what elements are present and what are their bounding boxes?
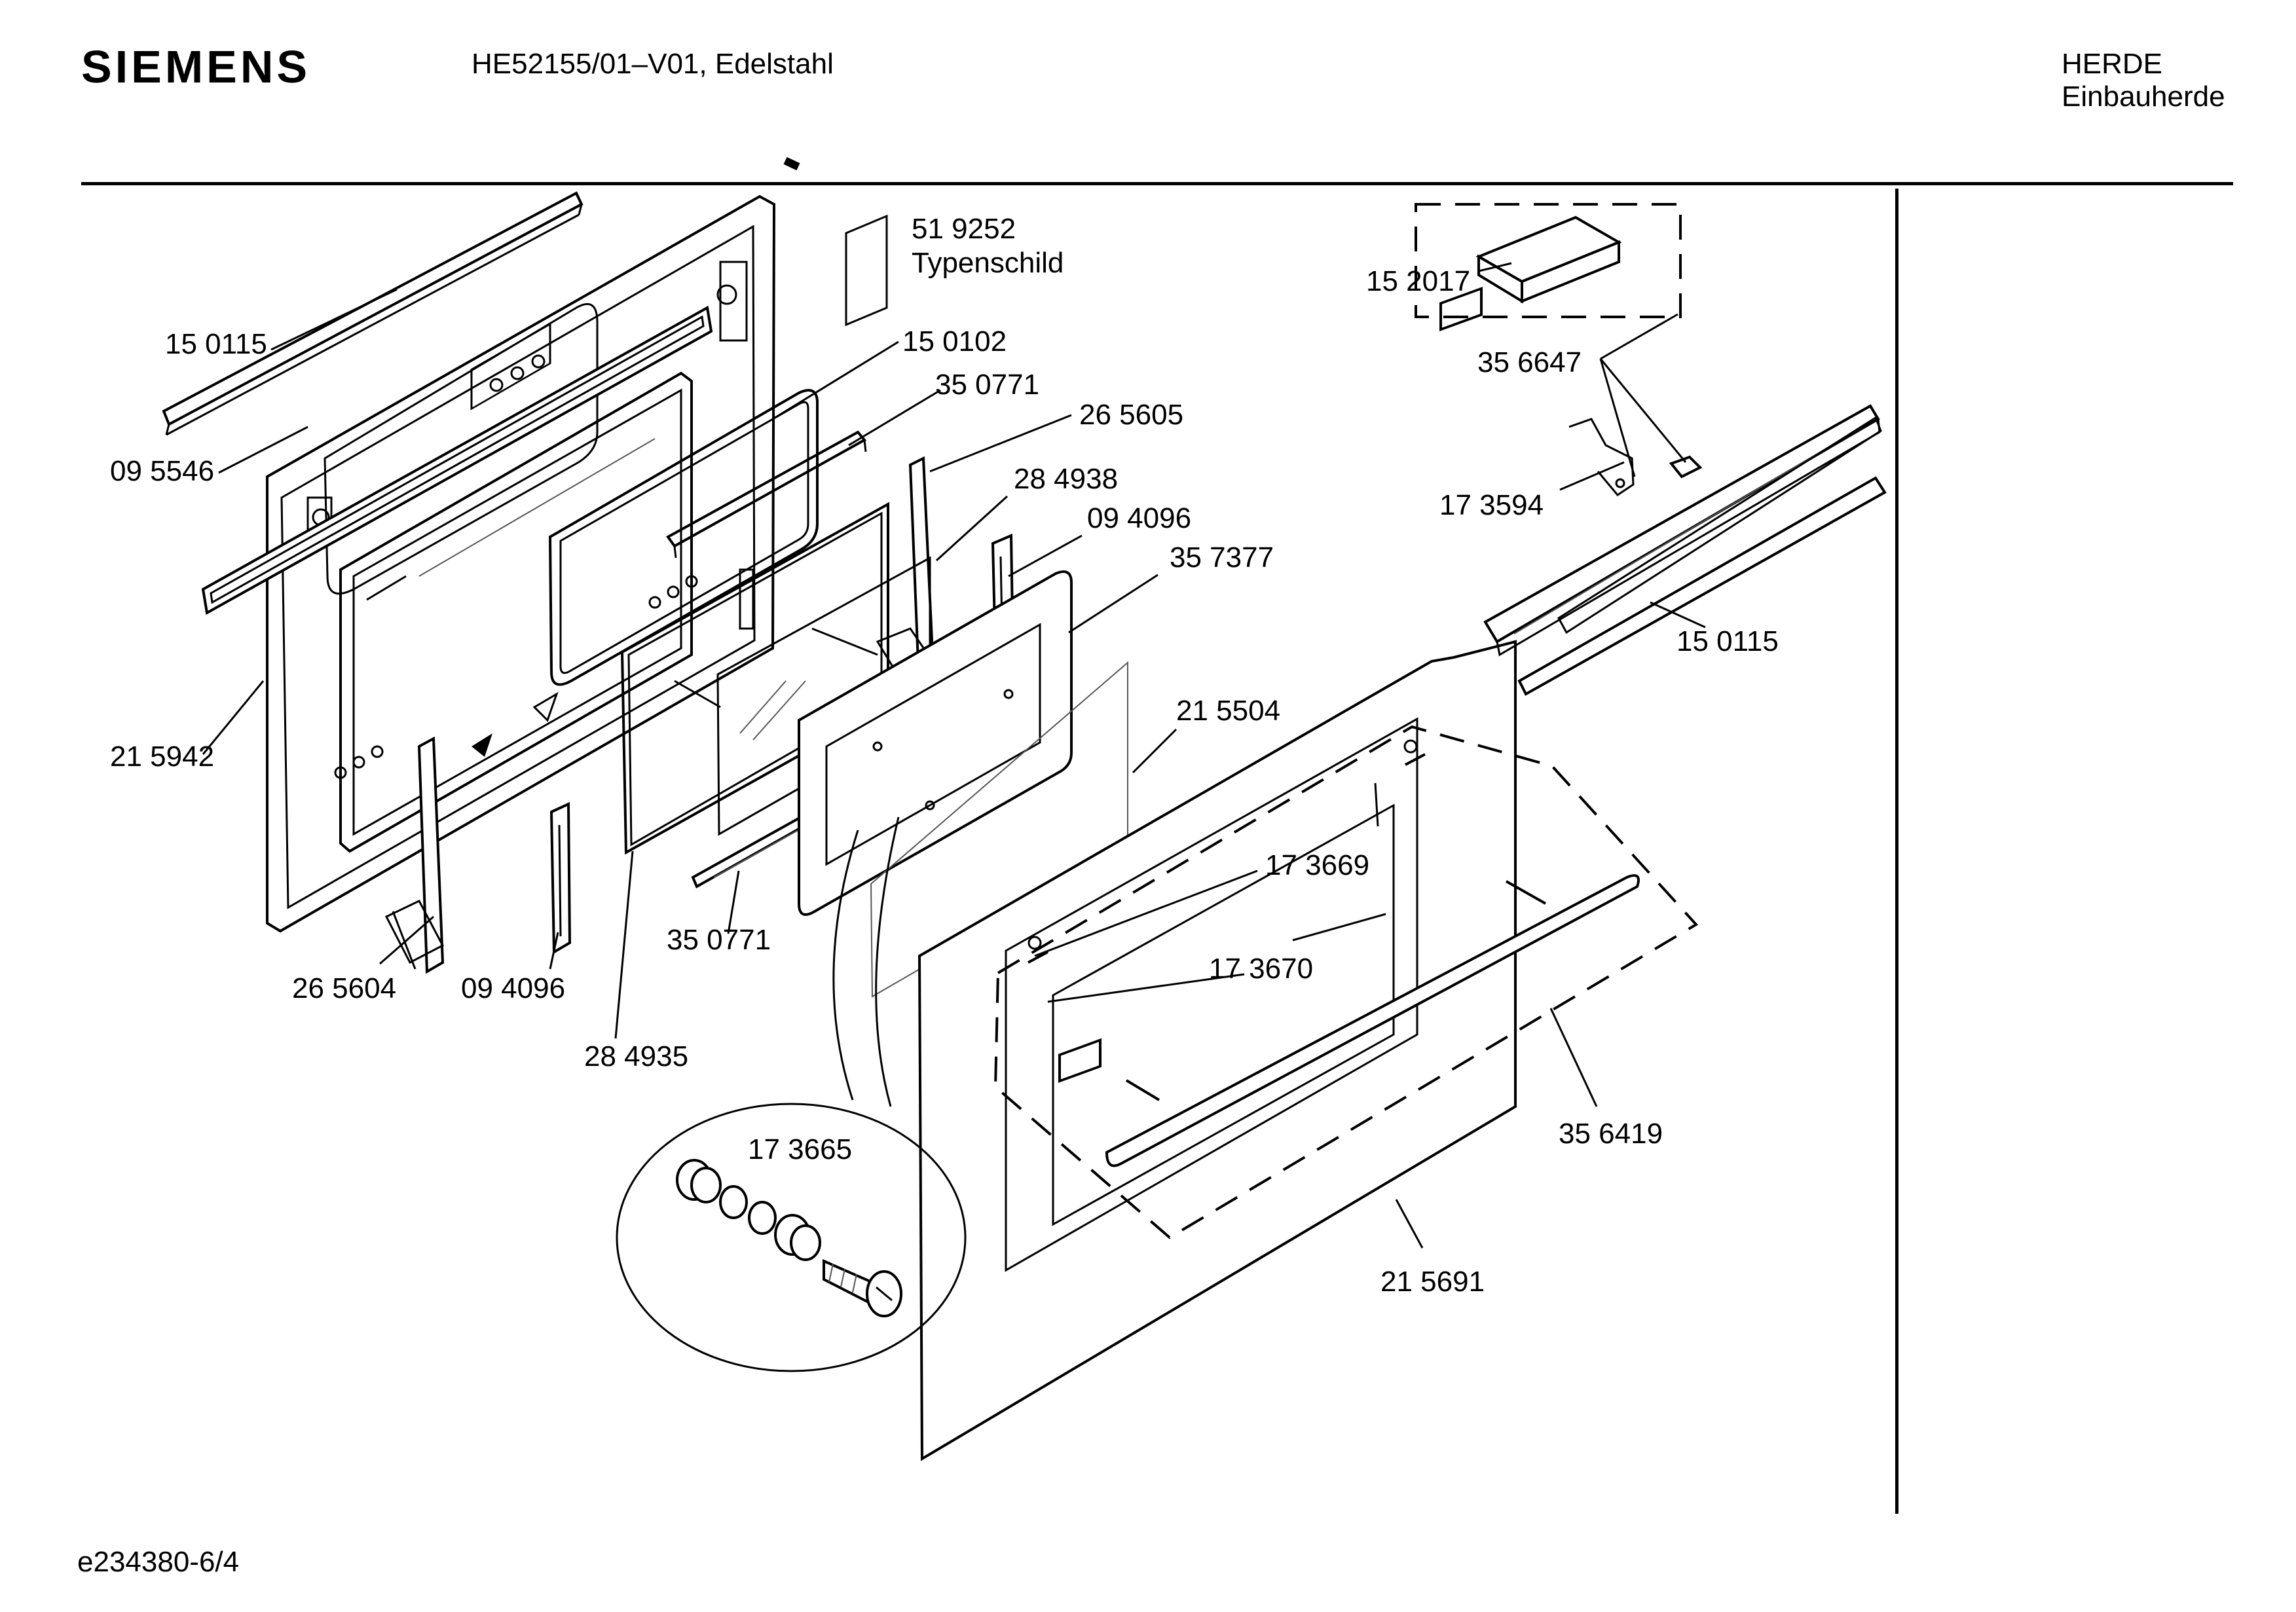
screw-detail-magnifier bbox=[616, 816, 967, 1372]
part-label-094096-left: 09 4096 bbox=[461, 972, 565, 1004]
part-label-284935: 28 4935 bbox=[584, 1040, 688, 1072]
part-label-173670: 17 3670 bbox=[1209, 953, 1313, 985]
part-label-152017: 15 2017 bbox=[1366, 265, 1470, 297]
part-label-150102: 15 0102 bbox=[902, 325, 1007, 357]
small-clip-part bbox=[783, 156, 800, 171]
side-divider bbox=[1895, 189, 1898, 1514]
spacer-left bbox=[549, 801, 572, 955]
type-plate bbox=[845, 214, 888, 327]
part-label-typenschild: Typenschild bbox=[912, 247, 1064, 279]
part-label-265604: 26 5604 bbox=[292, 972, 396, 1004]
part-label-350771-upper: 35 0771 bbox=[935, 369, 1039, 401]
small-pad-356647 bbox=[1669, 455, 1703, 479]
part-label-095546: 09 5546 bbox=[110, 455, 214, 487]
part-number-labels: 15 0115 09 5546 21 5942 26 5604 09 4096 … bbox=[110, 213, 1779, 1298]
clip-bracket-top bbox=[666, 430, 867, 559]
part-label-173665: 17 3665 bbox=[748, 1133, 852, 1165]
inner-door-frame bbox=[266, 194, 776, 933]
part-label-215942: 21 5942 bbox=[110, 741, 214, 773]
support-bracket-173594 bbox=[1568, 418, 1635, 496]
part-label-173594: 17 3594 bbox=[1439, 489, 1544, 521]
part-label-094096-right: 09 4096 bbox=[1087, 502, 1191, 534]
insulation-pad-kit bbox=[1415, 203, 1682, 318]
part-label-357377: 35 7377 bbox=[1170, 541, 1274, 574]
part-label-173669: 17 3669 bbox=[1265, 849, 1369, 881]
frame-cross-bar bbox=[201, 305, 713, 615]
part-label-284938: 28 4938 bbox=[1014, 463, 1118, 495]
part-label-519252: 51 9252 bbox=[912, 213, 1016, 245]
document-id: e234380-6/4 bbox=[77, 1546, 240, 1578]
part-label-215504: 21 5504 bbox=[1176, 695, 1280, 727]
leader-lines bbox=[202, 262, 1706, 1249]
part-label-215691: 21 5691 bbox=[1380, 1266, 1485, 1298]
top-trim-strip bbox=[162, 191, 583, 436]
header-divider bbox=[81, 182, 2233, 185]
category-line-2: Einbauherde bbox=[2062, 81, 2225, 113]
part-label-150115-right: 15 0115 bbox=[1676, 625, 1779, 657]
model-designation: HE52155/01–V01, Edelstahl bbox=[472, 48, 834, 80]
category-line-1: HERDE bbox=[2062, 48, 2163, 80]
handle-kit-outline bbox=[993, 725, 1699, 1239]
part-label-150115-left: 15 0115 bbox=[165, 328, 267, 360]
outer-door-panel bbox=[917, 286, 1640, 1461]
door-seal-gasket bbox=[548, 389, 819, 686]
part-label-356419: 35 6419 bbox=[1559, 1118, 1663, 1150]
door-frame-panel bbox=[798, 570, 1073, 916]
part-label-356647: 35 6647 bbox=[1477, 346, 1582, 378]
rail-upper bbox=[1557, 416, 1882, 634]
hinge-left bbox=[384, 736, 445, 974]
part-label-265605: 26 5605 bbox=[1079, 399, 1183, 431]
hinge-right bbox=[876, 456, 935, 680]
brand-logo: SIEMENS bbox=[81, 41, 311, 92]
part-label-350771-lower: 35 0771 bbox=[667, 924, 771, 956]
